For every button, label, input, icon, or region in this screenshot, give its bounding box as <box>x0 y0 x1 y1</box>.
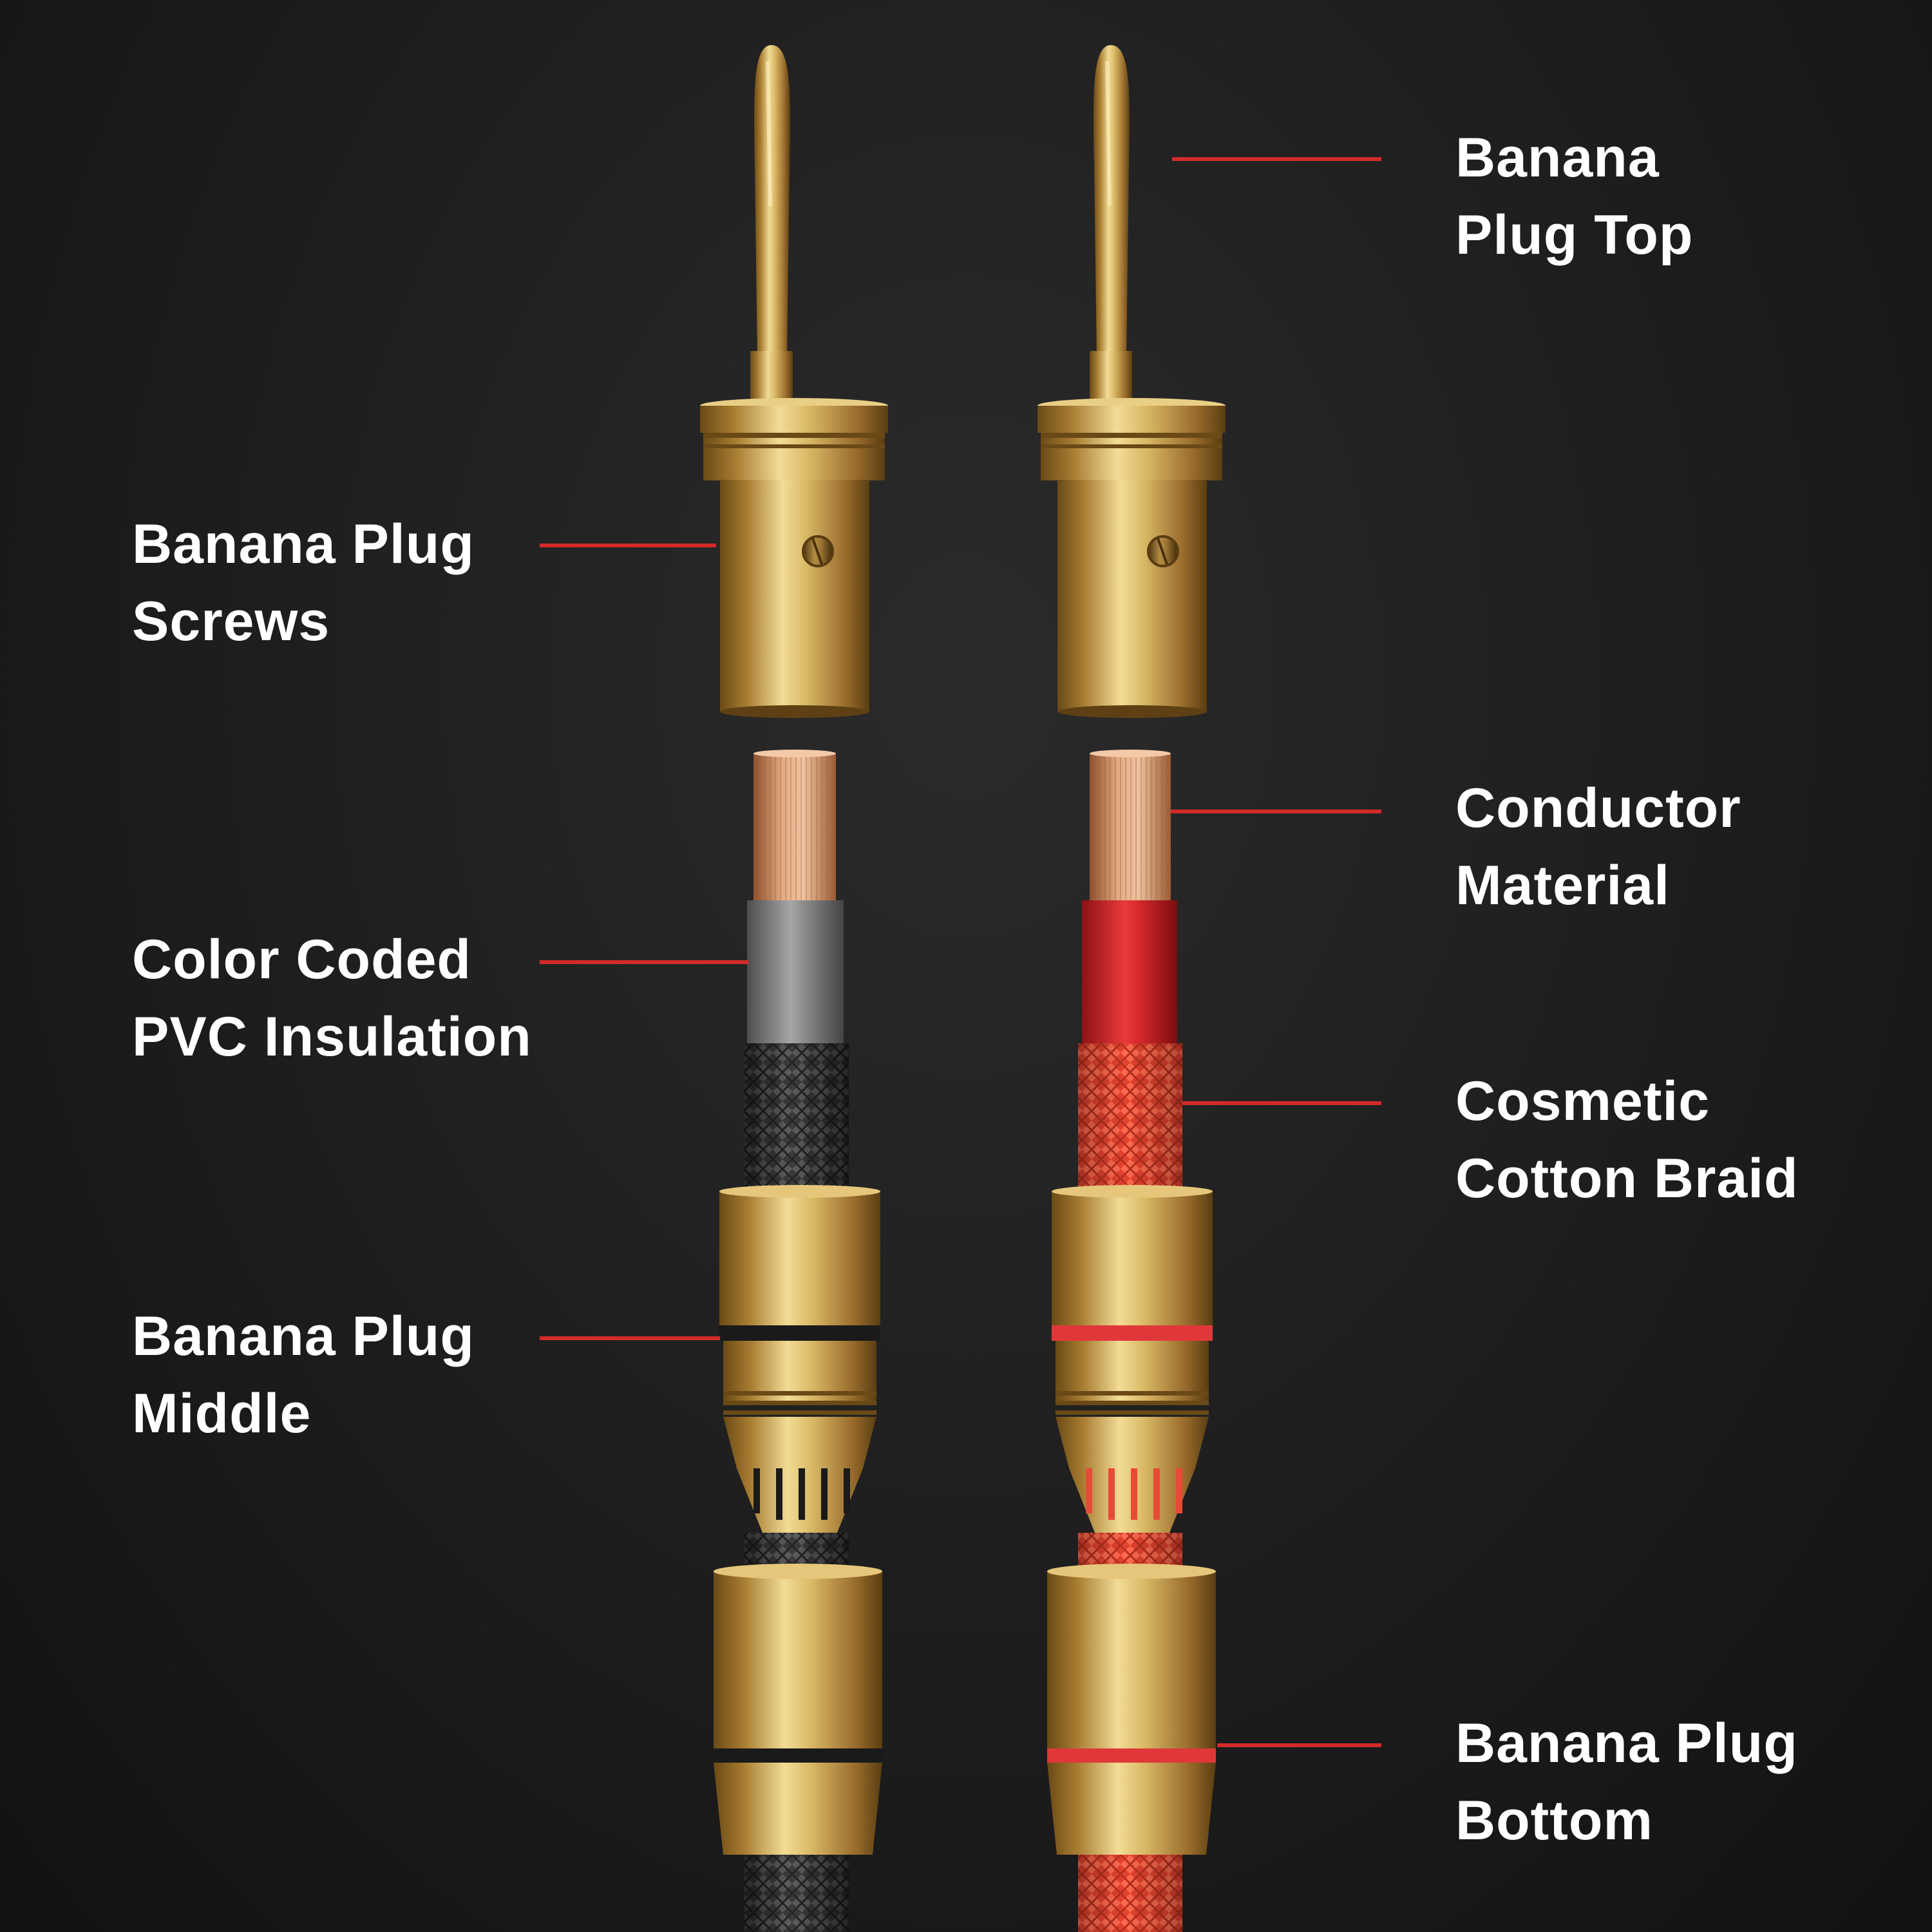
label-line: Material <box>1455 855 1671 916</box>
label-line: Banana Plug <box>132 513 475 575</box>
left-cable <box>700 45 888 1932</box>
label-conductor-material: Conductor Material <box>1455 770 1741 924</box>
label-banana-plug-middle: Banana Plug Middle <box>132 1298 475 1452</box>
label-line: Banana Plug <box>1455 1712 1798 1774</box>
insulation-right <box>1082 900 1177 1050</box>
banana-plug-tip-right <box>1094 45 1130 357</box>
label-line: Screws <box>132 591 330 652</box>
banana-plug-middle-left <box>719 1191 880 1333</box>
label-line: Banana <box>1455 127 1660 189</box>
right-cable <box>1037 45 1226 1932</box>
banana-plug-body-right <box>1057 480 1207 712</box>
label-line: Middle <box>132 1383 312 1444</box>
label-line: Plug Top <box>1455 204 1694 266</box>
label-line: PVC Insulation <box>132 1006 532 1068</box>
label-line: Banana Plug <box>132 1305 475 1367</box>
insulation-left <box>747 900 844 1050</box>
label-line: Cotton Braid <box>1455 1148 1799 1209</box>
label-line: Color Coded <box>132 929 471 990</box>
banana-plug-body-left <box>720 480 869 712</box>
label-pvc-insulation: Color Coded PVC Insulation <box>132 921 532 1075</box>
label-banana-plug-top: Banana Plug Top <box>1455 119 1693 274</box>
banana-plug-bottom-left <box>714 1571 882 1729</box>
banana-plug-bottom-right <box>1047 1571 1216 1729</box>
banana-plug-tip-left <box>754 45 790 357</box>
label-line: Conductor <box>1455 777 1741 839</box>
label-line: Cosmetic <box>1455 1070 1710 1132</box>
label-banana-plug-screws: Banana Plug Screws <box>132 506 475 660</box>
banana-plug-middle-right <box>1052 1191 1213 1333</box>
label-banana-plug-bottom: Banana Plug Bottom <box>1455 1705 1798 1859</box>
label-cotton-braid: Cosmetic Cotton Braid <box>1455 1063 1799 1217</box>
label-line: Bottom <box>1455 1790 1653 1852</box>
